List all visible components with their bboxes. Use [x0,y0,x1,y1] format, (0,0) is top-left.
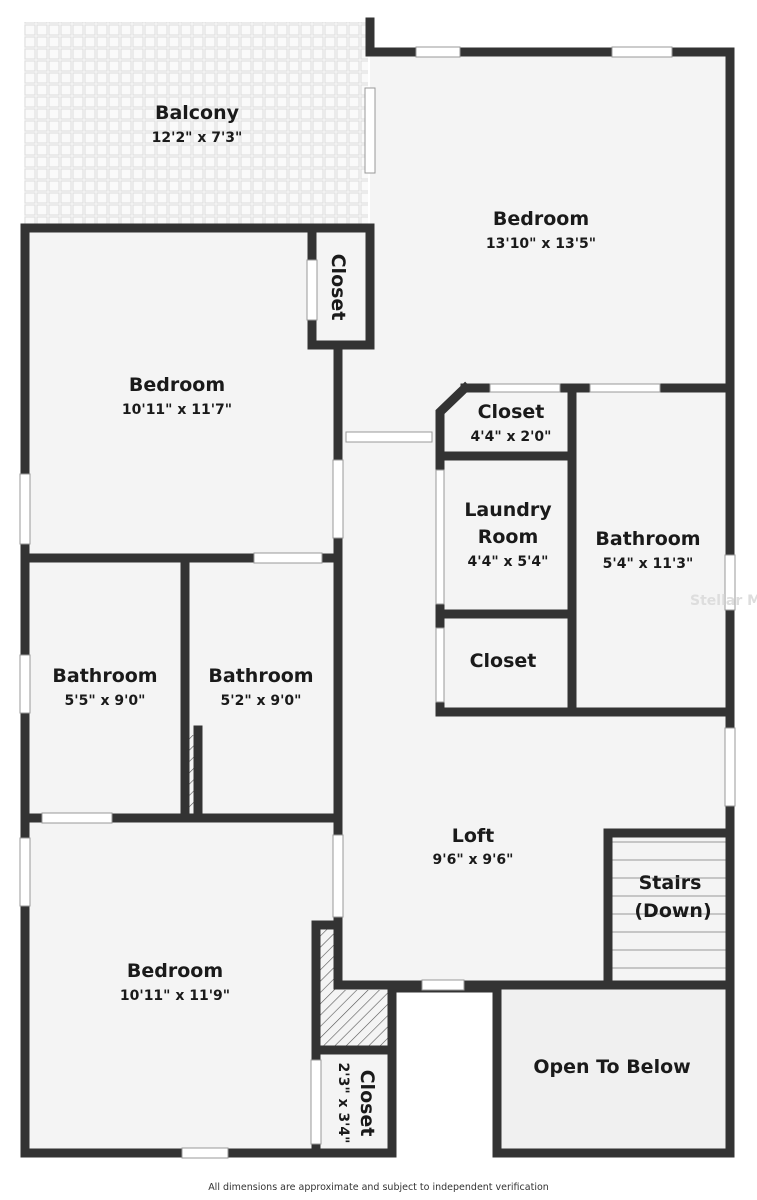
room-name: Bathroom [208,665,313,687]
room-dims: 10'11" x 11'9" [120,988,230,1004]
floor [25,52,732,1153]
room-dims: 2'3" x 3'4" [335,1063,351,1144]
room-name: Closet [478,401,545,423]
room-dims: 9'6" x 9'6" [433,852,514,868]
room-name: Bedroom [129,374,225,396]
hatched-area [320,928,336,990]
room-dims: 5'5" x 9'0" [65,693,146,709]
room-name: (Down) [634,900,711,922]
watermark: Stellar MLS [690,593,757,609]
room-name: Open To Below [533,1056,690,1078]
open-to-below-area [497,988,732,1153]
room-name: Bathroom [52,665,157,687]
room-name: Loft [452,825,495,847]
room-name: Closet [327,254,349,321]
room-dims: 4'4" x 2'0" [471,429,552,445]
room-dims: 13'10" x 13'5" [486,236,596,252]
room-name: Bedroom [493,208,589,230]
room-name: Closet [470,650,537,672]
hatched-area [320,990,390,1048]
stair-treads [612,841,728,969]
windows [19,46,736,1159]
disclaimer: All dimensions are approximate and subje… [208,1182,549,1193]
room-name: Bedroom [127,960,223,982]
room-dims: 5'4" x 11'3" [603,556,694,572]
balcony-floor [24,22,368,228]
room-dims: 12'2" x 7'3" [152,130,243,146]
room-name: Laundry [464,499,552,521]
room-dims: 10'11" x 11'7" [122,402,232,418]
room-name: Bathroom [595,528,700,550]
room-name: Closet [356,1070,378,1137]
room-name: Stairs [639,872,702,894]
room-name: Room [478,526,539,548]
room-dims: 4'4" x 5'4" [468,554,549,570]
room-name: Balcony [155,102,240,124]
room-dims: 5'2" x 9'0" [221,693,302,709]
